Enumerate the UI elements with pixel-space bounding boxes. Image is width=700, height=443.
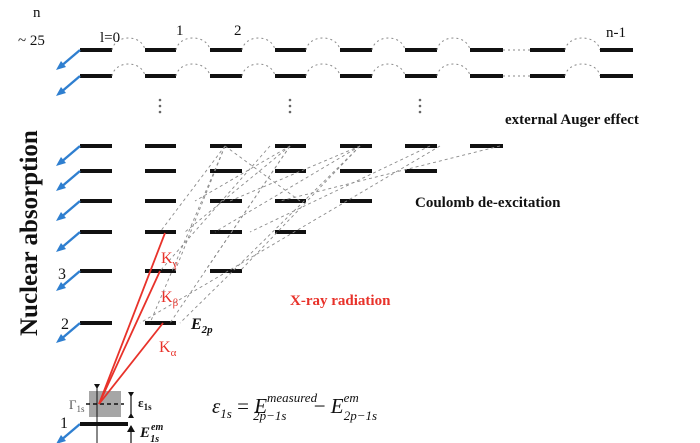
level-hump-row2-3 [305, 63, 341, 77]
l-zero-label: l=0 [100, 30, 120, 46]
absorption-arrow-head-1 [56, 87, 66, 96]
nuclear-absorption-arrows [56, 49, 81, 443]
absorption-arrow-head-6 [56, 282, 66, 291]
level-hump-row2-4 [371, 63, 406, 77]
cascade-dotted-10 [179, 145, 361, 324]
cascade-dotted-8 [214, 145, 361, 233]
level-hump-row2-7 [564, 63, 601, 77]
cascade-dotted-11 [229, 145, 361, 202]
cascade-dotted-13 [249, 145, 431, 233]
absorption-arrow-head-3 [56, 182, 66, 191]
cascade-dotted-12 [279, 145, 501, 202]
ellipsis-dot-2-1 [418, 104, 422, 108]
absorption-arrow-head-4 [56, 212, 66, 221]
gamma1s-label: Γ1s [69, 397, 85, 414]
n2-label: 2 [61, 316, 69, 333]
k-gamma-line [98, 232, 166, 405]
coulomb-auger-transitions [139, 145, 501, 324]
n1-label: 1 [60, 415, 68, 432]
eps-arrow-down [128, 392, 134, 397]
absorption-arrow-head-5 [56, 243, 66, 252]
cascade-dotted-4 [184, 145, 291, 233]
level-hump-row2-1 [175, 63, 211, 77]
e1s-arrow-up [127, 425, 135, 432]
auger-label: external Auger effect [505, 112, 639, 128]
ellipsis-dot-0-2 [158, 110, 162, 114]
absorption-arrow-head-8 [56, 435, 66, 443]
gamma-arrow [94, 384, 100, 389]
level-hump-row2-5 [436, 63, 471, 77]
ellipsis-dot-1-2 [288, 110, 292, 114]
e2p-label: E2p [190, 316, 213, 336]
l-two-label: 2 [234, 23, 242, 39]
level-hump-row1-2 [241, 37, 276, 51]
side-title: Nuclear absorption [16, 130, 43, 336]
ellipsis-dot-1-1 [288, 104, 292, 108]
level-hump-row1-3 [305, 37, 341, 51]
level-hump-row1-5 [436, 37, 471, 51]
ellipsis-dot-0-1 [158, 104, 162, 108]
energy-levels [80, 37, 633, 325]
k-beta-label: Kβ [161, 289, 179, 309]
level-hump-row1-7 [564, 37, 601, 51]
ellipsis-dot-1-0 [288, 98, 292, 102]
coulomb-label: Coulomb de-excitation [415, 195, 561, 211]
cascade-dotted-14 [139, 145, 441, 324]
eps-arrow-up [128, 413, 134, 418]
n-max-label: ~ 25 [18, 33, 45, 49]
n-header-label: n [33, 5, 41, 21]
ellipsis-dot-2-2 [418, 110, 422, 114]
ellipsis-dot-2-0 [418, 98, 422, 102]
l-one-label: 1 [176, 23, 184, 39]
k-beta-line [98, 270, 161, 405]
cascade-dotted-15 [159, 145, 271, 272]
l-last-label: n-1 [606, 25, 626, 41]
level-hump-row2-2 [241, 63, 276, 77]
level-hump-row1-1 [175, 37, 211, 51]
xray-label: X-ray radiation [290, 293, 391, 309]
k-gamma-label: Kγ [161, 250, 178, 270]
cascade-dotted-1 [174, 145, 226, 272]
cascade-dotted-7 [194, 145, 291, 202]
absorption-arrow-head-2 [56, 157, 66, 166]
k-alpha-label: Kα [159, 339, 177, 359]
level-hump-row1-0 [111, 37, 146, 51]
k-alpha-line [98, 322, 164, 405]
eps1s-label: ε1s [138, 395, 152, 412]
ellipsis-dot-0-0 [158, 98, 162, 102]
level-hump-row1-4 [371, 37, 406, 51]
cascade-dotted-2 [149, 145, 226, 324]
cascade-dotted-3 [224, 145, 301, 202]
level-hump-row2-0 [111, 63, 146, 77]
n3-label: 3 [58, 266, 66, 283]
absorption-arrow-head-7 [56, 334, 66, 343]
absorption-arrow-head-0 [56, 61, 66, 70]
